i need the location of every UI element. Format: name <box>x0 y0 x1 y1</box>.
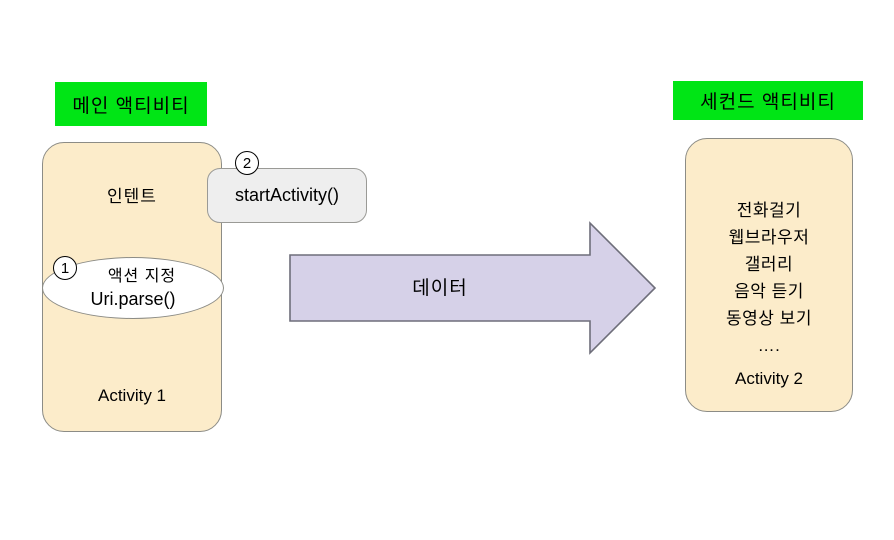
intent-label: 인텐트 <box>107 187 157 206</box>
action-ellipse-line1: 액션 지정 <box>107 268 177 285</box>
step-marker-1-icon: 1 <box>53 256 77 280</box>
activity-2-feature-list: 전화걸기 웹브라우저 갤러리 음악 듣기 동영상 보기 …. <box>686 197 852 359</box>
activity-card-2: 전화걸기 웹브라우저 갤러리 음악 듣기 동영상 보기 …. Activity … <box>685 138 853 412</box>
action-ellipse-line2: Uri.parse() <box>90 289 176 309</box>
feature-item: 갤러리 <box>744 255 794 274</box>
activity-1-name: Activity 1 <box>97 386 167 405</box>
data-flow-arrow-label: 데이터 <box>412 278 468 299</box>
start-activity-box: startActivity() <box>207 168 367 223</box>
activity-2-name: Activity 2 <box>734 369 804 388</box>
feature-item: 음악 듣기 <box>734 282 804 301</box>
data-flow-arrow-icon <box>289 221 657 355</box>
action-ellipse: 액션 지정 Uri.parse() <box>42 257 224 319</box>
feature-item: 웹브라우저 <box>728 228 810 247</box>
feature-item: 전화걸기 <box>736 201 802 220</box>
header-label-main-activity: 메인 액티비티 <box>55 82 207 126</box>
header-label-second-activity: 세컨드 액티비티 <box>673 81 863 120</box>
feature-item: 동영상 보기 <box>726 309 812 328</box>
feature-item-ellipsis: …. <box>757 336 781 355</box>
step-marker-2-icon: 2 <box>235 151 259 175</box>
